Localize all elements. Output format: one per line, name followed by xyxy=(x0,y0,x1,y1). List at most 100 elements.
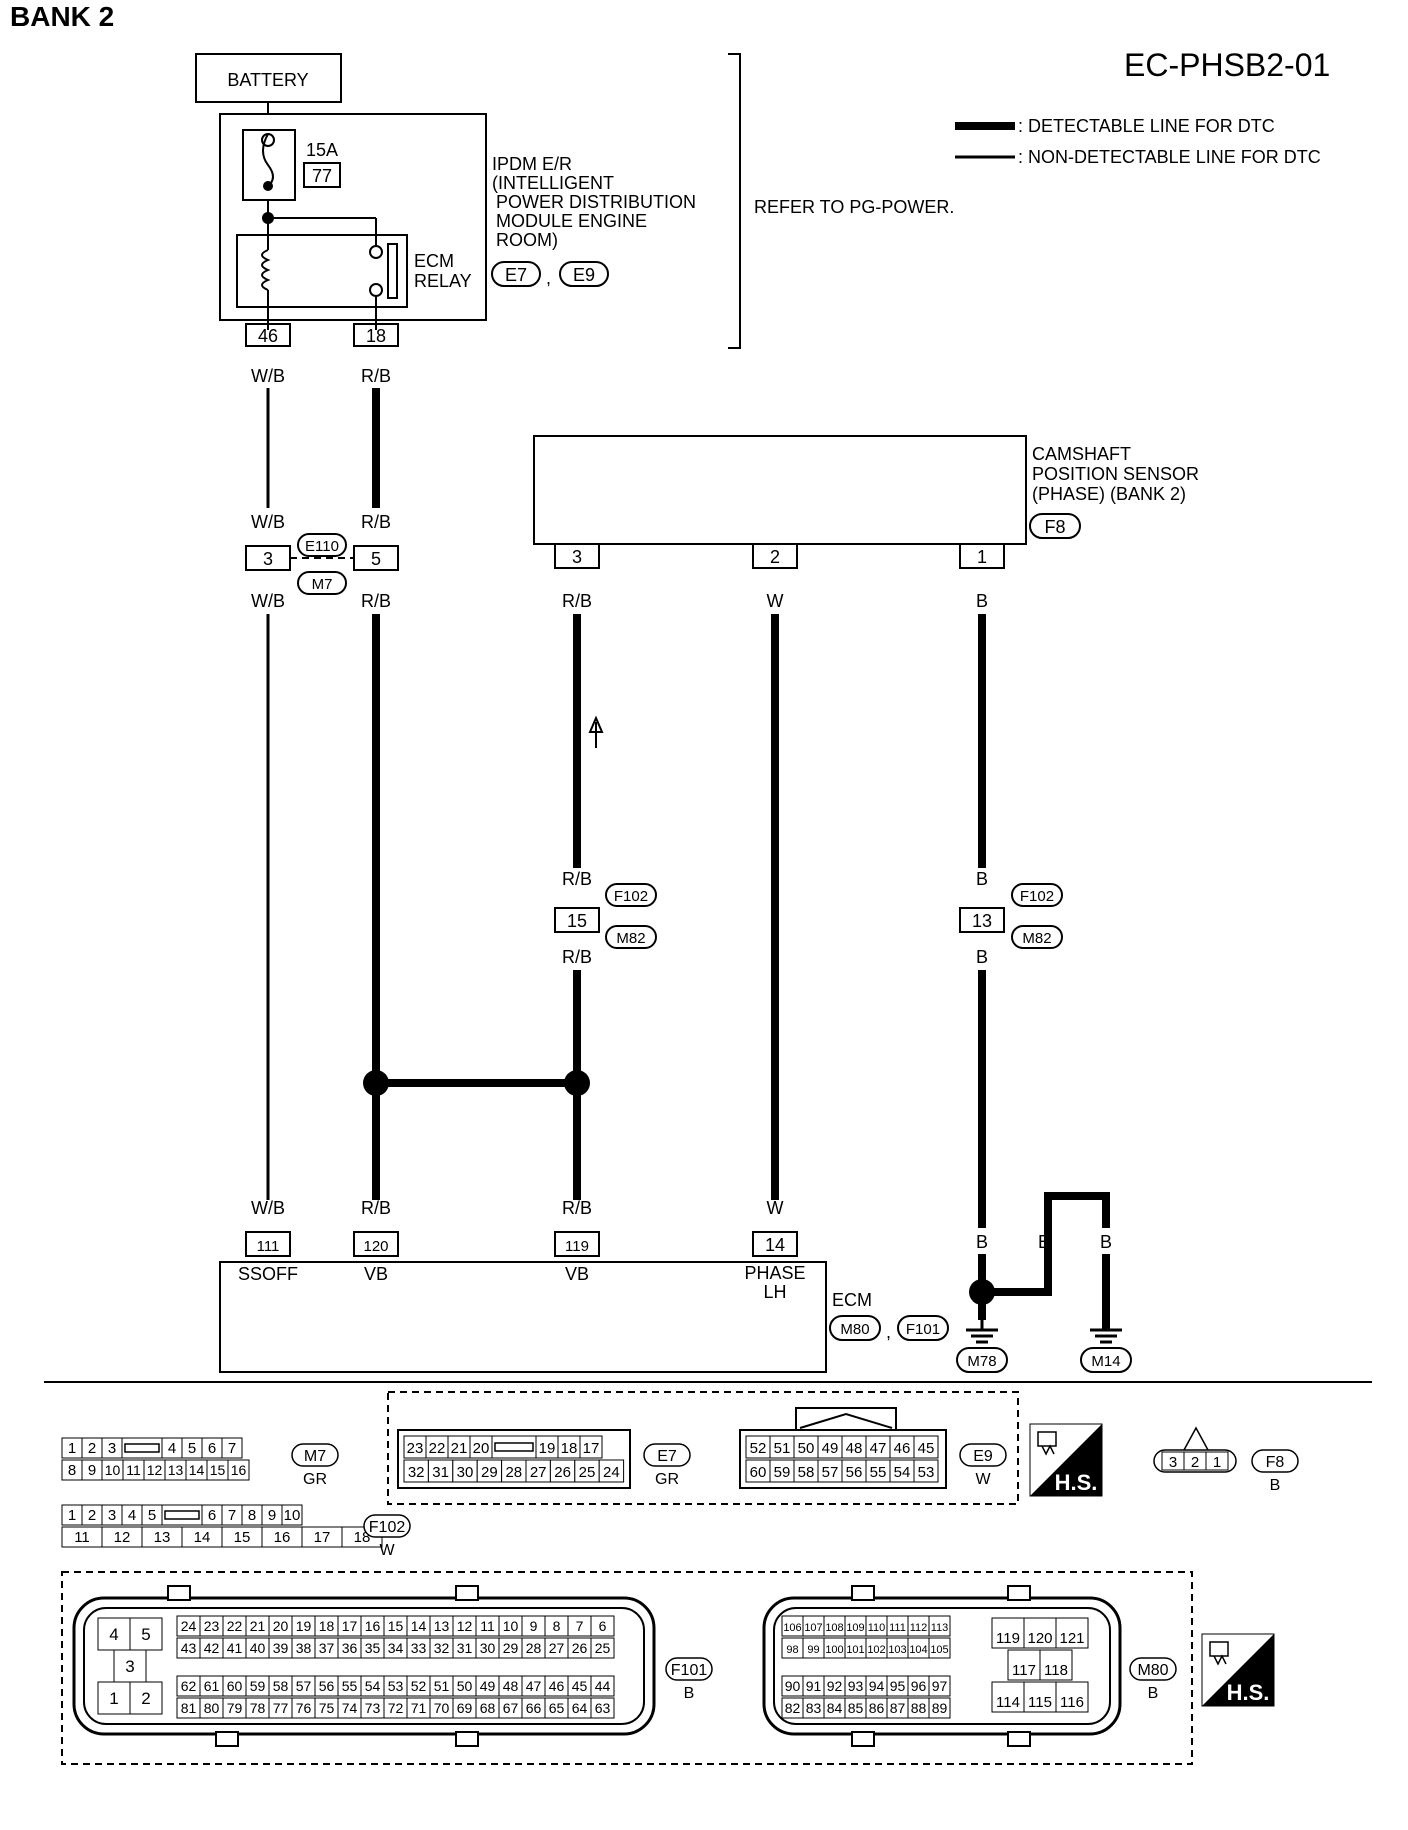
conn-f102-a: F102 xyxy=(614,888,648,905)
e7-pin: 17 xyxy=(583,1440,600,1457)
m7-cell xyxy=(227,1459,250,1481)
f101-pin: 11 xyxy=(480,1618,495,1634)
e9-pin: 54 xyxy=(894,1464,911,1481)
e9-connector-id: E9 xyxy=(973,1448,993,1465)
m80-pin: 89 xyxy=(932,1700,948,1716)
m80-pin: 88 xyxy=(911,1700,927,1716)
sensor-pin-1: 1 xyxy=(977,547,987,567)
conn-m82-b: M82 xyxy=(1022,930,1051,947)
f101-pin: 46 xyxy=(549,1678,565,1694)
f101-pin: 54 xyxy=(365,1678,381,1694)
m80-tab2 xyxy=(1007,1585,1031,1601)
m7-pin: 3 xyxy=(108,1440,116,1457)
hs-icon-1-glyph2 xyxy=(1041,1444,1055,1456)
f101-pin: 39 xyxy=(273,1640,289,1656)
e7-pin: 22 xyxy=(429,1440,446,1457)
m80-pin: 90 xyxy=(785,1678,801,1694)
f101-pin: 48 xyxy=(503,1678,519,1694)
sensor-pin-2: 2 xyxy=(770,547,780,567)
pin-111: 111 xyxy=(257,1238,280,1255)
f101-pin: 42 xyxy=(204,1640,220,1656)
hs-icon-1-fill xyxy=(1030,1424,1102,1496)
e7-pin: 30 xyxy=(457,1464,474,1481)
m80-pin: 95 xyxy=(890,1678,906,1694)
m7-connector-tag xyxy=(291,1443,339,1467)
f101-pin: 13 xyxy=(434,1618,450,1634)
m80-pin: 109 xyxy=(846,1622,864,1634)
f101-tab1 xyxy=(167,1585,191,1601)
ipdm-conn-e9: E9 xyxy=(573,265,595,285)
m80-pin: 86 xyxy=(869,1700,885,1716)
m7-pin: 7 xyxy=(228,1440,236,1457)
f101-pin: 44 xyxy=(595,1678,611,1694)
f101-pin: 74 xyxy=(342,1700,358,1716)
diagram-code: EC-PHSB2-01 xyxy=(1124,47,1330,83)
pin-15: 15 xyxy=(567,911,587,931)
f101-pin: 40 xyxy=(250,1640,266,1656)
m7-pin: 8 xyxy=(68,1462,76,1479)
m80-cell xyxy=(928,1637,951,1659)
f101-pin: 14 xyxy=(411,1618,427,1634)
wire-label-rb-1: R/B xyxy=(361,366,391,386)
wire-label-rb-3: R/B xyxy=(361,591,391,611)
m7-pin: 12 xyxy=(147,1462,163,1478)
m80-pin: 106 xyxy=(783,1622,801,1634)
f101-pin: 31 xyxy=(457,1640,473,1656)
f101-pin: 72 xyxy=(388,1700,404,1716)
f101-pin: 51 xyxy=(434,1678,450,1694)
joint-conn-m7: M7 xyxy=(312,576,333,593)
m80-right-cell xyxy=(991,1681,1025,1713)
f102-pin: 13 xyxy=(154,1529,171,1546)
f101-pin: 37 xyxy=(319,1640,335,1656)
e9-pin: 46 xyxy=(894,1440,911,1457)
f102-pin: 2 xyxy=(88,1507,96,1524)
f101-cell xyxy=(590,1637,615,1659)
m80-right-cell xyxy=(1055,1617,1089,1649)
f102-pin: 12 xyxy=(114,1529,131,1546)
f101-pin: 78 xyxy=(250,1700,266,1716)
e7-cell xyxy=(598,1459,625,1483)
e7-pin: 26 xyxy=(554,1464,571,1481)
f101-pin: 75 xyxy=(319,1700,335,1716)
e7-lock xyxy=(494,1442,534,1452)
wire-label-wb-1: W/B xyxy=(251,366,285,386)
relay-label-1: ECM xyxy=(414,251,454,271)
hs-icon-2-glyph xyxy=(1209,1641,1229,1657)
m80-right-cell xyxy=(1055,1681,1089,1713)
e9-connector-tag xyxy=(959,1443,1007,1467)
e7-pin: 18 xyxy=(561,1440,578,1457)
m80-pin: 99 xyxy=(807,1644,819,1656)
wire-label-rb-8: R/B xyxy=(562,1198,592,1218)
fuse-rating: 15A xyxy=(306,140,338,160)
f101-pin: 28 xyxy=(526,1640,542,1656)
m7-pin: 2 xyxy=(88,1440,96,1457)
m80-cell xyxy=(928,1615,951,1637)
ipdm-label-5: ROOM) xyxy=(496,230,558,250)
e7-pin: 29 xyxy=(481,1464,498,1481)
f101-pin: 53 xyxy=(388,1678,404,1694)
f101-pin: 58 xyxy=(273,1678,289,1694)
pin-46: 46 xyxy=(258,326,278,346)
e9-pin: 49 xyxy=(822,1440,839,1457)
f101-pin: 80 xyxy=(204,1700,220,1716)
f101-cell xyxy=(590,1697,615,1719)
f101-pin: 7 xyxy=(576,1618,584,1634)
wire-label-b-1: B xyxy=(976,591,988,611)
ecm-relay-icon xyxy=(236,234,408,308)
e9-pin: 50 xyxy=(798,1440,815,1457)
relay-label-2: RELAY xyxy=(414,271,472,291)
e9-pin: 48 xyxy=(846,1440,863,1457)
f102-pin: 16 xyxy=(274,1529,291,1546)
e9-pin: 52 xyxy=(750,1440,767,1457)
f101-pin: 33 xyxy=(411,1640,427,1656)
f101-cell xyxy=(590,1675,615,1697)
sensor-label-1: CAMSHAFT xyxy=(1032,444,1131,464)
f101-pin: 32 xyxy=(434,1640,450,1656)
f101-left-pin: 2 xyxy=(141,1689,150,1708)
m80-right-cell xyxy=(1023,1681,1057,1713)
e7-pin: 32 xyxy=(408,1464,425,1481)
ground-icon-m14 xyxy=(1090,1328,1122,1344)
e7-pin: 31 xyxy=(432,1464,449,1481)
f102-connector-tag xyxy=(363,1514,411,1538)
m80-pin: 97 xyxy=(932,1678,948,1694)
